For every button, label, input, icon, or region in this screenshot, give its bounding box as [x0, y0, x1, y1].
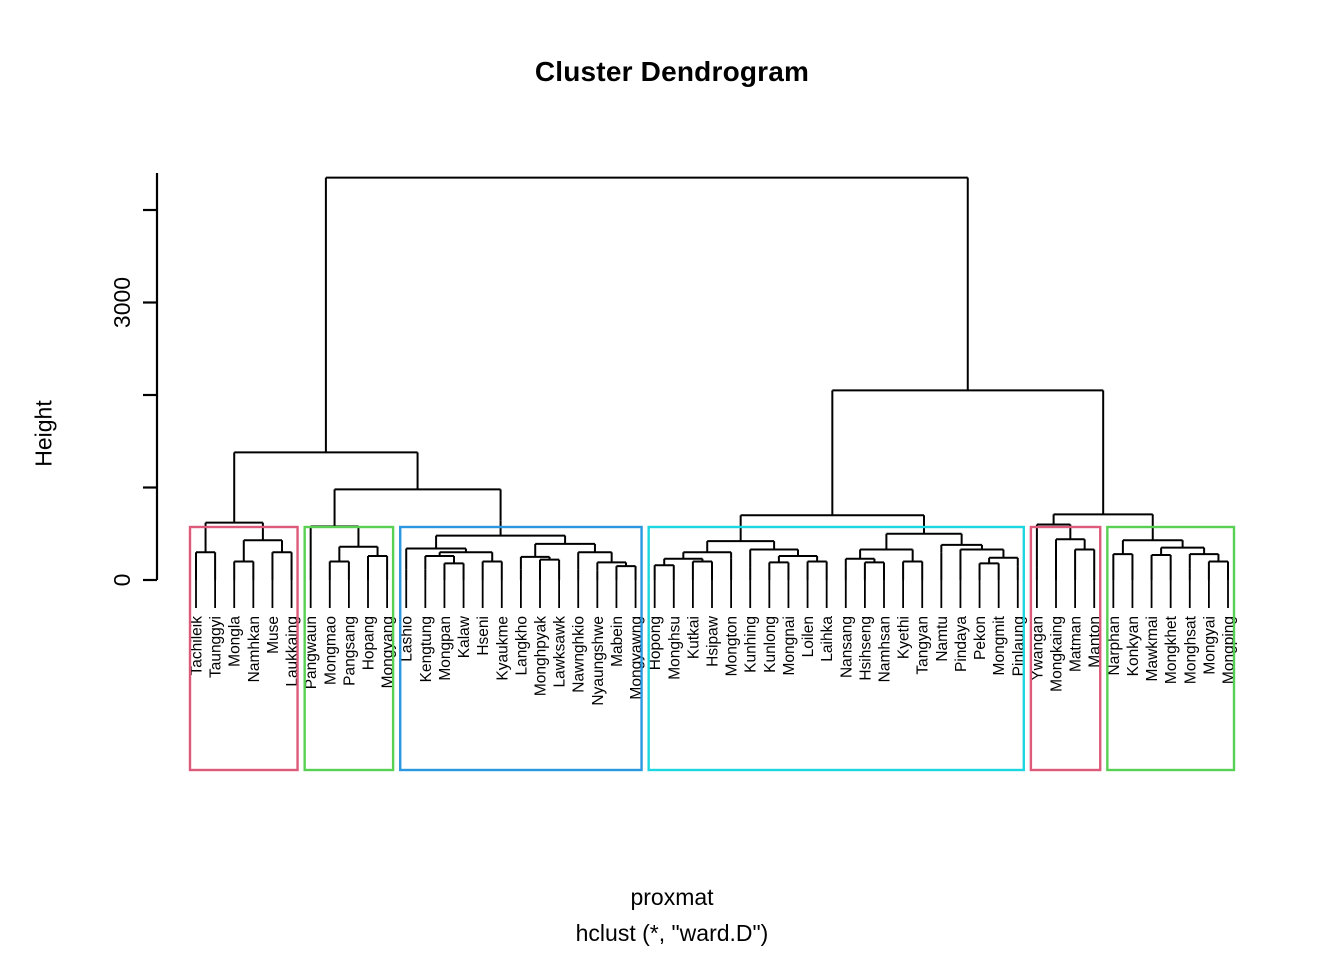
leaf-label: Langkho	[513, 616, 530, 675]
leaf-label: Kunhing	[743, 616, 760, 673]
leaf-label: Nansang	[838, 616, 855, 678]
leaf-label: Hseni	[475, 616, 492, 656]
leaf-label: Mongmit	[991, 615, 1008, 675]
cluster-box	[1029, 525, 1102, 772]
leaf-label: Hopong	[647, 616, 664, 670]
y-axis-tick-label: 3000	[109, 277, 135, 328]
leaf-label: Pangwaun	[303, 616, 320, 689]
leaf-label: Mongyai	[1201, 616, 1218, 675]
leaf-label: Tangyan	[915, 616, 932, 675]
leaf-label: Hopang	[361, 616, 378, 670]
leaf-label: Nyaungshwe	[590, 616, 607, 706]
leaf-label: Ywangan	[1029, 616, 1046, 681]
leaf-label: Monghpyak	[533, 616, 550, 696]
leaf-label: Mongmao	[322, 616, 339, 685]
leaf-label: Lashio	[399, 616, 416, 662]
leaf-label: Nawnghkio	[571, 616, 588, 693]
leaf-label: Narphan	[1106, 616, 1123, 675]
leaf-label: Namtu	[934, 616, 951, 662]
x-axis-label: proxmat	[630, 884, 714, 910]
leaf-label: Kunlong	[762, 616, 779, 673]
leaf-label: Kengtung	[418, 616, 435, 682]
leaf-label: Hsipaw	[705, 615, 722, 667]
cluster-box	[188, 525, 299, 772]
leaf-label: Lawksawk	[552, 616, 569, 688]
leaf-label: Pangsang	[341, 616, 358, 686]
leaf-label: Mongkaing	[1049, 616, 1066, 692]
leaf-label: Konkyan	[1125, 616, 1142, 676]
leaf-label: Tachileik	[189, 616, 206, 676]
leaf-label: Namhsan	[877, 616, 894, 682]
leaf-label: Pindaya	[953, 616, 970, 672]
cluster-box	[399, 525, 643, 772]
page-title: Cluster Dendrogram	[534, 56, 810, 87]
leaf-label: Mongpan	[437, 616, 454, 681]
leaf-label: Mabein	[609, 616, 626, 667]
leaf-label: Mawkmai	[1144, 616, 1161, 681]
leaf-label: Hsihseng	[857, 616, 874, 681]
cluster-box	[1106, 525, 1236, 772]
leaf-label: Mongkhet	[1163, 615, 1180, 684]
leaf-label: Monghsat	[1182, 615, 1199, 684]
leaf-label: Kutkai	[685, 616, 702, 659]
y-axis-tick-label: 0	[109, 574, 135, 587]
cluster-box	[303, 525, 395, 772]
leaf-label: Namhkan	[246, 616, 263, 682]
leaf-label: Matman	[1068, 616, 1085, 672]
leaf-label: Mongla	[227, 616, 244, 667]
leaf-label: Kyaukme	[494, 616, 511, 681]
x-axis-sublabel: hclust (*, "ward.D")	[575, 920, 769, 946]
leaf-label: Kyethi	[896, 616, 913, 659]
leaf-label: Mongton	[724, 616, 741, 676]
leaf-label: Mongnai	[781, 616, 798, 675]
leaf-label: Monghsu	[666, 616, 683, 680]
leaf-label: Loilen	[800, 616, 817, 657]
cluster-box	[647, 525, 1025, 772]
leaf-label: Pekon	[972, 616, 989, 660]
leaf-label: Laihka	[819, 616, 836, 662]
leaf-label: Kalaw	[456, 615, 473, 658]
leaf-label: Taunggyi	[208, 616, 225, 678]
leaf-label: Muse	[265, 616, 282, 654]
